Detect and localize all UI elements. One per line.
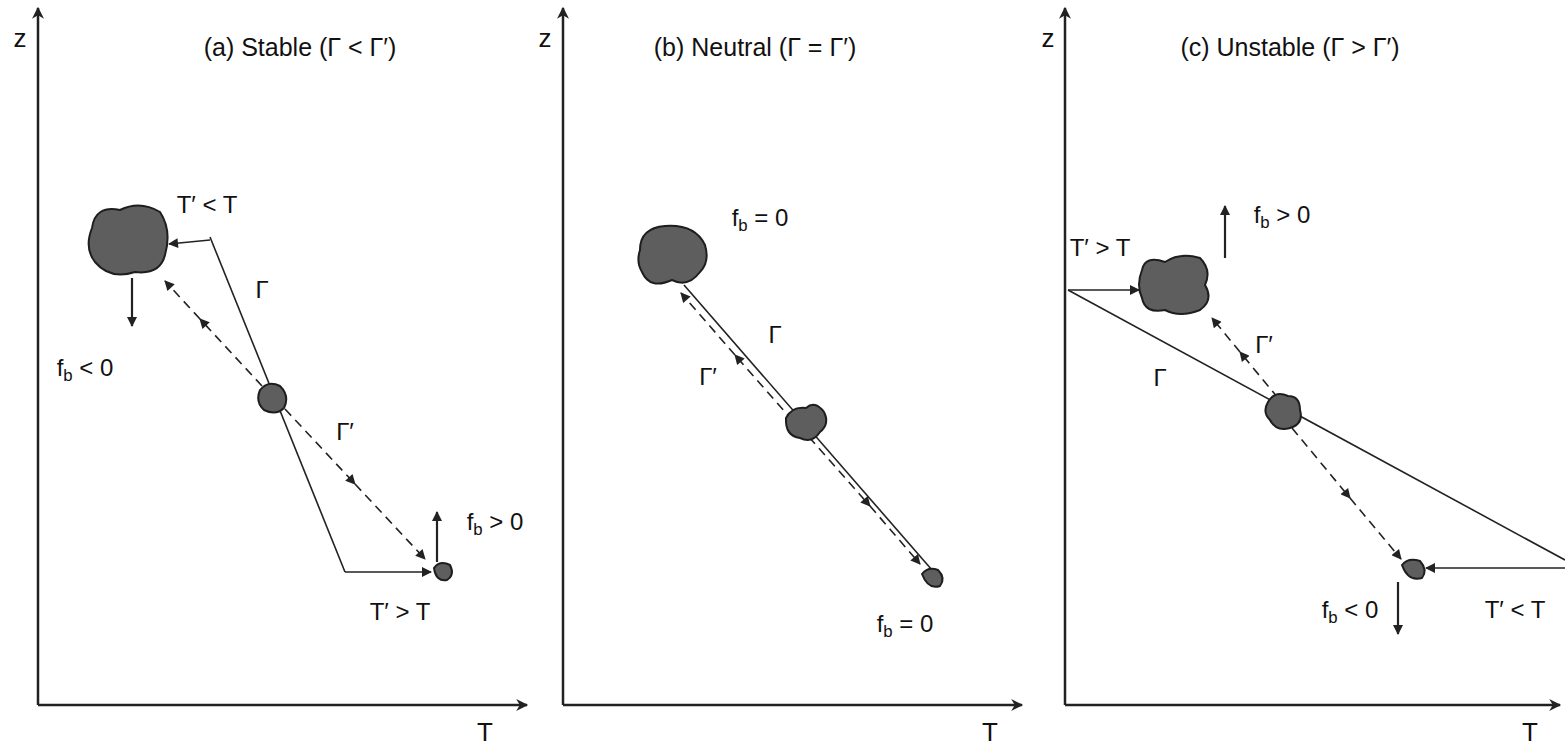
buoyancy-label: fb = 0: [877, 611, 934, 637]
buoyancy-label: fb > 0: [1254, 202, 1311, 228]
buoyancy-label: fb < 0: [57, 355, 114, 381]
temperature-comparison: T′ < T: [1485, 597, 1546, 623]
buoyancy-label: fb > 0: [467, 509, 524, 535]
lapse-rate-label: Γ: [255, 277, 268, 303]
stable-panel-lines: [132, 237, 437, 572]
panel-title: (c) Unstable (Γ > Γ′): [1180, 34, 1399, 62]
panel-title: (a) Stable (Γ < Γ′): [204, 34, 397, 62]
axis-label: T: [1522, 718, 1538, 747]
axis-label: T: [982, 718, 998, 747]
axes: [38, 8, 1560, 705]
temperature-comparison: T′ > T: [1070, 235, 1131, 261]
temperature-comparison: T′ < T: [177, 192, 238, 218]
lapse-rate-label: Γ′: [1255, 332, 1273, 358]
neutral-panel-lines: [681, 285, 932, 570]
unstable-panel-lines: [1068, 206, 1565, 634]
buoyancy-label: fb = 0: [732, 205, 789, 231]
axis-label: z: [539, 24, 552, 53]
temperature-comparison: T′ > T: [370, 599, 431, 625]
lapse-rate-label: Γ: [1153, 365, 1166, 391]
panel-title: (b) Neutral (Γ = Γ′): [654, 34, 856, 62]
axis-label: z: [1042, 24, 1055, 53]
lapse-rate-label: Γ: [768, 322, 781, 348]
lapse-rate-label: Γ′: [336, 419, 354, 445]
air-parcels: [89, 205, 1425, 586]
buoyancy-label: fb < 0: [1322, 597, 1379, 623]
lapse-rate-label: Γ′: [699, 364, 717, 390]
axis-label: T: [477, 718, 493, 747]
axis-label: z: [14, 24, 27, 53]
